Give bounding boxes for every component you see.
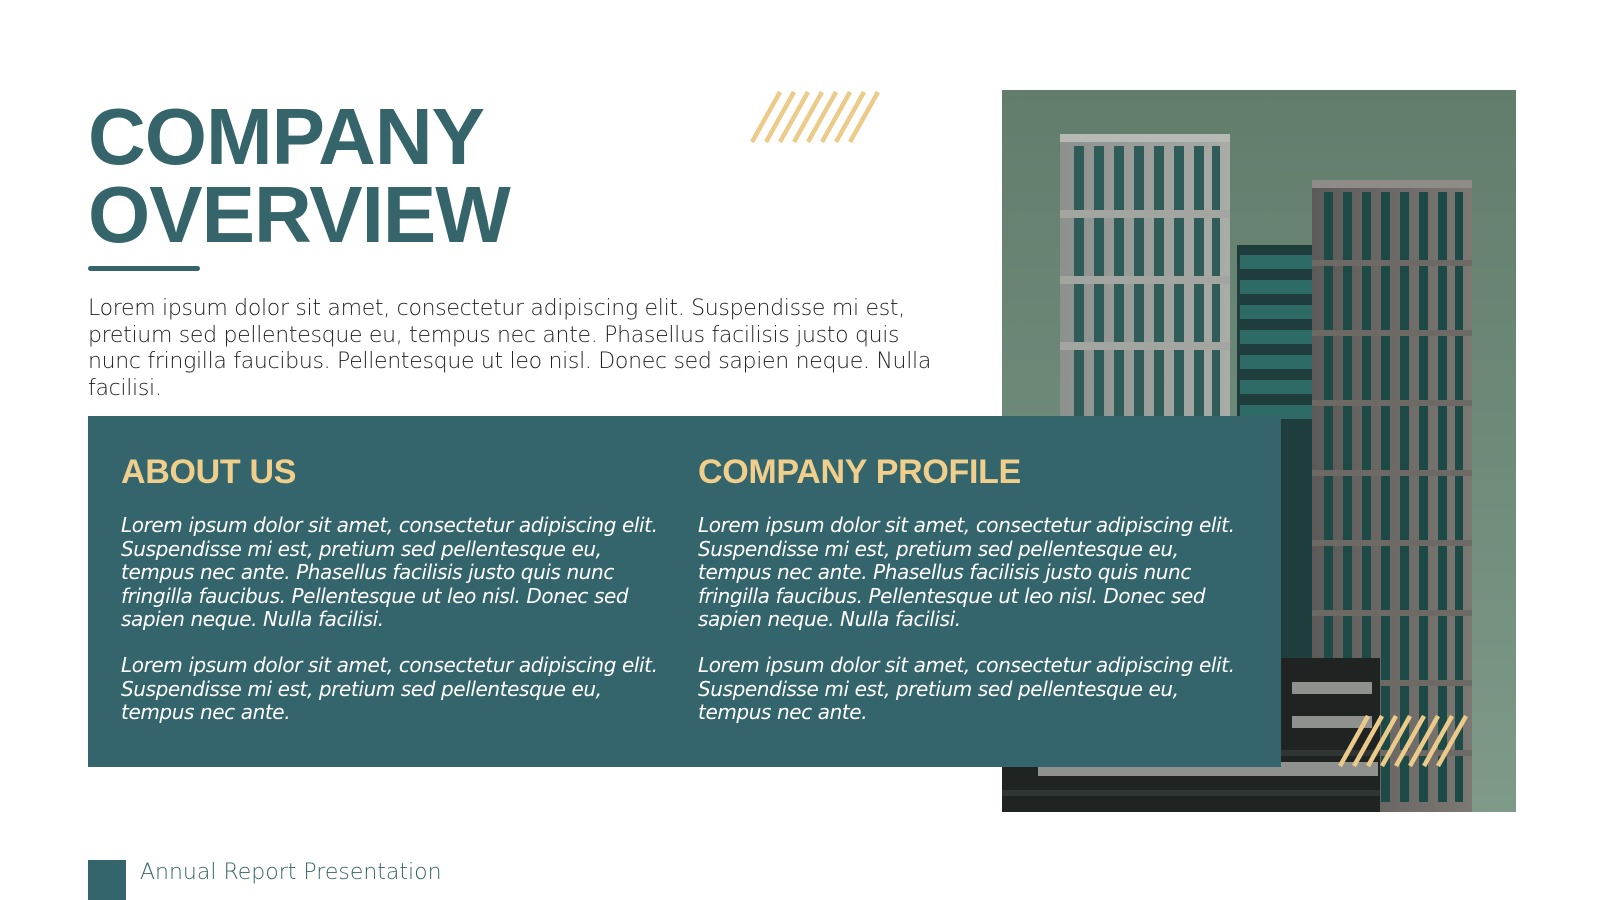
page-title-line-2: OVERVIEW: [88, 170, 511, 259]
company-profile-paragraph-1: Lorem ipsum dolor sit amet, consectetur …: [698, 513, 1235, 631]
info-panel: ABOUT US Lorem ipsum dolor sit amet, con…: [88, 416, 1281, 767]
about-us-paragraph-1: Lorem ipsum dolor sit amet, consectetur …: [121, 513, 658, 631]
about-us-paragraph-2: Lorem ipsum dolor sit amet, consectetur …: [121, 653, 658, 724]
footer-label: Annual Report Presentation: [140, 860, 442, 885]
company-profile-paragraph-2: Lorem ipsum dolor sit amet, consectetur …: [698, 653, 1235, 724]
about-us-heading: ABOUT US: [121, 453, 297, 491]
page-title: COMPANY OVERVIEW: [88, 92, 511, 259]
diagonal-stripes-icon: [1338, 714, 1468, 768]
intro-paragraph: Lorem ipsum dolor sit amet, consectetur …: [88, 296, 932, 401]
page-title-line-1: COMPANY: [88, 92, 485, 181]
title-underline: [88, 266, 200, 271]
footer-accent-block: [88, 860, 126, 900]
diagonal-stripes-icon: [750, 90, 880, 144]
company-profile-heading: COMPANY PROFILE: [698, 453, 1021, 491]
